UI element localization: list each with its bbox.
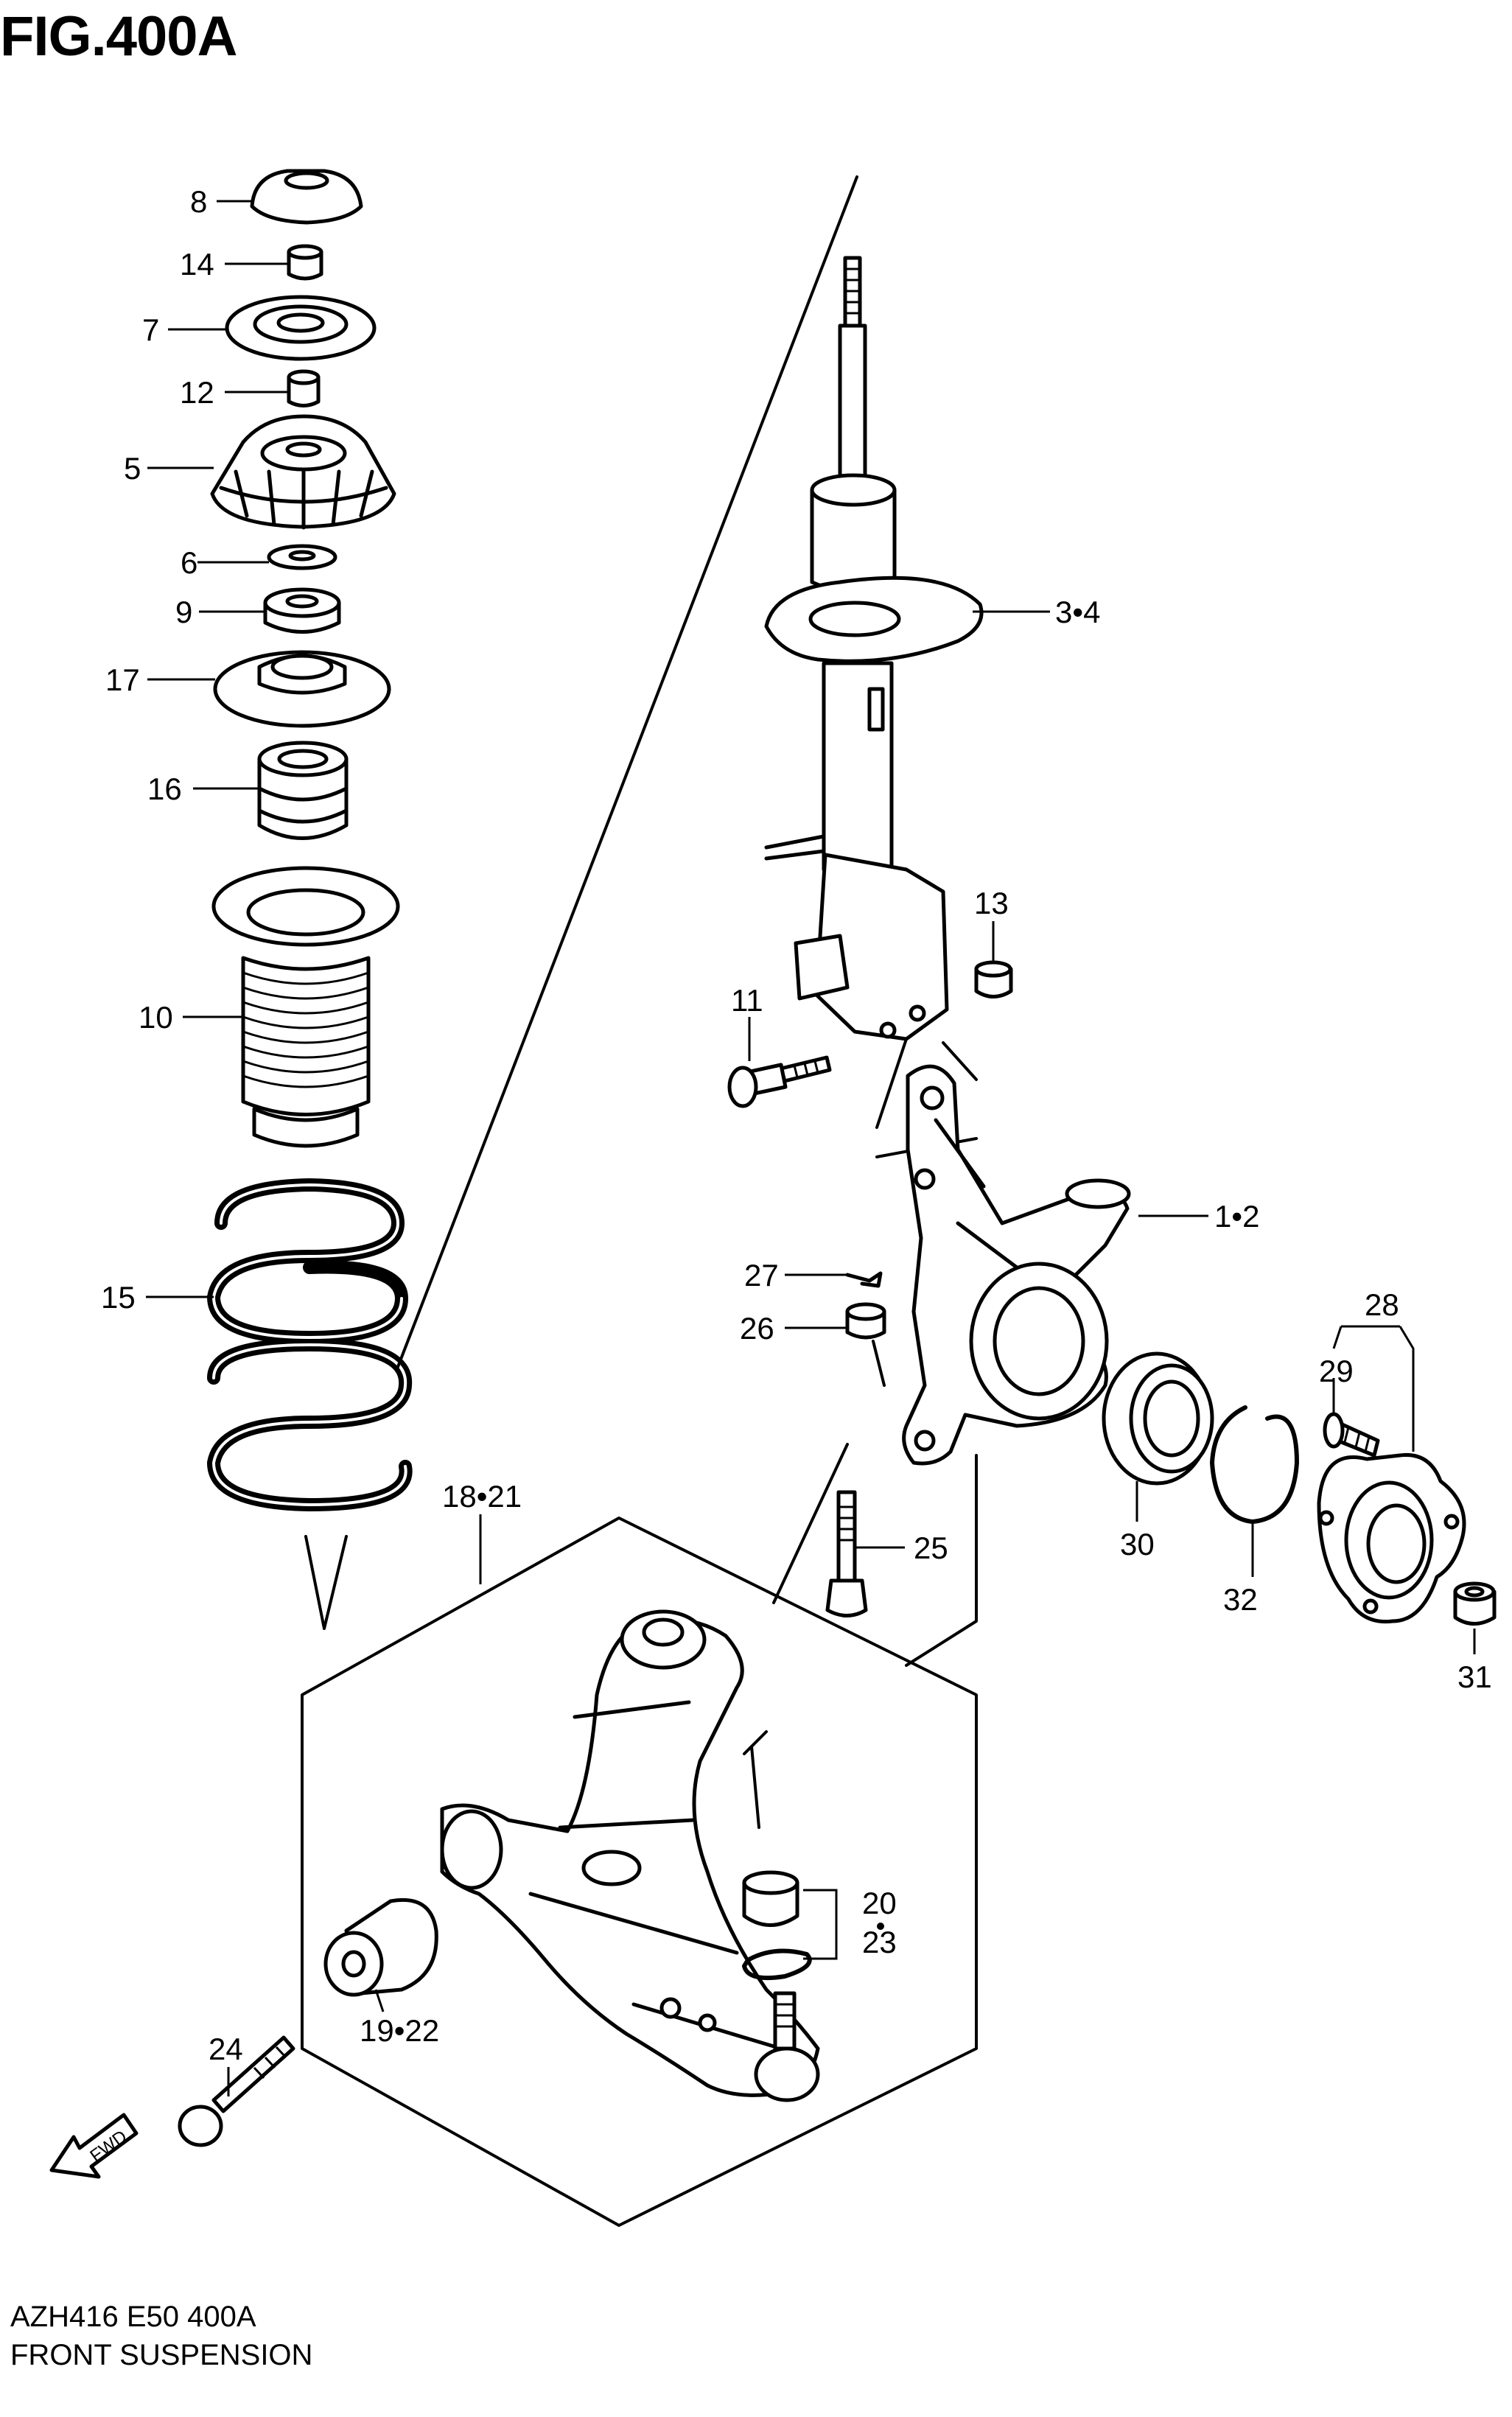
part-8-dust-cap — [250, 169, 363, 225]
part-ball-stud — [754, 1991, 820, 2102]
part-15-coil-spring — [207, 1178, 413, 1511]
label-11: 11 — [731, 983, 763, 1018]
label-27: 27 — [744, 1258, 779, 1293]
part-17-spring-seat — [213, 650, 391, 728]
part-25-bolt — [825, 1490, 868, 1617]
label-23: 23 — [862, 1925, 897, 1959]
label-12: 12 — [180, 375, 214, 410]
figure-title: FIG.400A — [0, 5, 237, 68]
part-31-hub-nut — [1453, 1581, 1497, 1626]
part-30-wheel-bearing — [1102, 1351, 1214, 1486]
part-9-bushing — [263, 587, 341, 634]
label-8: 8 — [190, 184, 207, 219]
part-24-bolt — [178, 2035, 295, 2147]
footer-code: AZH416 E50 400A — [10, 2301, 256, 2333]
part-11-bolt — [727, 1055, 832, 1108]
label-7: 7 — [142, 312, 159, 347]
label-24: 24 — [209, 2032, 243, 2066]
label-10: 10 — [139, 1000, 173, 1035]
label-17: 17 — [105, 662, 140, 697]
label-15: 15 — [101, 1280, 136, 1315]
part-32-circlip — [1210, 1405, 1299, 1524]
part-19-22-bushing — [323, 1897, 438, 1997]
label-5: 5 — [124, 451, 141, 486]
part-7-bearing-plate — [225, 295, 377, 361]
leader-lines — [146, 200, 1476, 2096]
part-28-wheel-hub — [1317, 1452, 1466, 1624]
part-29-hub-bolt — [1323, 1412, 1380, 1458]
part-20-23-ball-joint-boot — [742, 1870, 812, 1981]
label-25: 25 — [914, 1531, 948, 1565]
part-labels: 8 14 7 12 5 6 9 17 16 10 15 3•4 13 11 1•… — [101, 184, 1492, 2066]
part-6-washer — [267, 544, 337, 570]
part-12-nut — [287, 369, 321, 408]
part-14-nut — [287, 244, 323, 281]
part-3-4-strut-assembly — [764, 256, 984, 1041]
label-30: 30 — [1120, 1527, 1155, 1561]
label-13: 13 — [974, 886, 1009, 920]
footer-caption: FRONT SUSPENSION — [10, 2339, 313, 2371]
label-9: 9 — [175, 595, 192, 629]
label-20: 20 — [862, 1886, 897, 1920]
part-1-2-steering-knuckle — [902, 1064, 1131, 1466]
fwd-arrow-icon: FWD — [49, 2113, 139, 2179]
label-31: 31 — [1457, 1659, 1492, 1694]
label-26: 26 — [740, 1311, 774, 1346]
label-19-22: 19•22 — [360, 2013, 439, 2048]
label-14: 14 — [180, 247, 214, 281]
footer: AZH416 E50 400A FRONT SUSPENSION — [10, 2298, 312, 2374]
part-10-dust-boot — [211, 866, 400, 1148]
part-5-strut-mount — [210, 414, 396, 530]
part-27-clip — [845, 1271, 883, 1288]
label-20-23-separator-dot — [877, 1923, 884, 1930]
label-1-2: 1•2 — [1214, 1199, 1259, 1234]
part-13-nut — [974, 960, 1013, 998]
label-28: 28 — [1365, 1287, 1399, 1322]
part-26-nut — [845, 1302, 886, 1340]
label-32: 32 — [1223, 1582, 1258, 1617]
label-3-4: 3•4 — [1055, 595, 1100, 629]
part-16-bump-stop — [257, 741, 349, 840]
label-18-21: 18•21 — [442, 1479, 522, 1514]
label-29: 29 — [1319, 1354, 1354, 1388]
part-18-21-lower-control-arm — [440, 1609, 820, 2097]
label-16: 16 — [147, 772, 182, 806]
label-6: 6 — [181, 545, 197, 580]
